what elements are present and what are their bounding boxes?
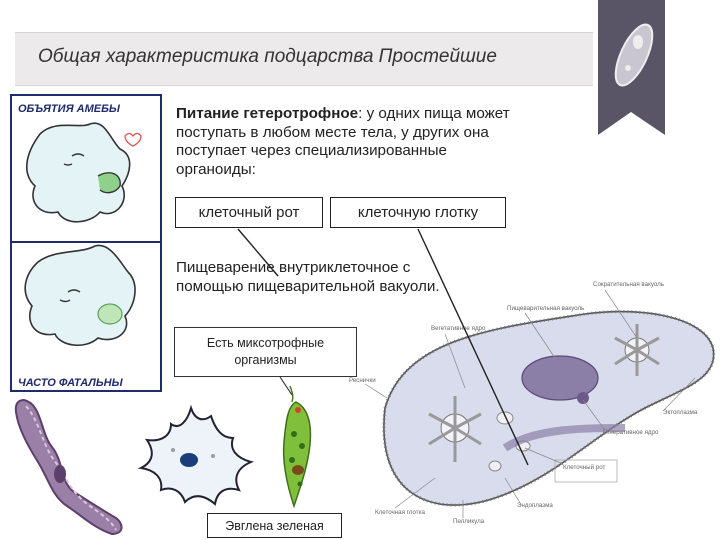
- label-endoplasm: Эндоплазма: [517, 502, 553, 509]
- digestion-description: Пищеварение внутриклеточное с помощью пи…: [176, 259, 440, 295]
- amoeba-image: [137, 404, 254, 506]
- label-cell-mouth: Клеточный рот: [563, 464, 606, 471]
- nutrition-description: Питание гетеротрофное: у одних пища може…: [176, 105, 526, 179]
- label-pellicle: Пелликула: [453, 518, 485, 525]
- title-bar: [15, 32, 593, 86]
- label-digestive-vacuole: Пищеварительная вакуоль: [507, 305, 584, 312]
- amoeba-cartoon-panel: ОБЪЯТИЯ АМЕБЫ ЧАСТО ФАТАЛЬНЫ: [10, 94, 162, 392]
- amoeba-caption-top: ОБЪЯТИЯ АМЕБЫ: [18, 103, 121, 115]
- label-cell-gullet: Клеточная глотка: [375, 509, 425, 516]
- ribbon-paramecium-icon: [614, 23, 654, 87]
- mixotroph-box: Есть миксотрофные организмы: [174, 327, 357, 377]
- amoeba-caption-bottom: ЧАСТО ФАТАЛЬНЫ: [18, 377, 124, 389]
- label-generative-nucleus: Генеративное ядро: [603, 429, 659, 436]
- label-ectoplasm: Эктоплазма: [663, 409, 698, 416]
- label-vegetative-nucleus: Вегетативное ядро: [431, 325, 486, 332]
- paramecium-diagram: Сократительная вакуоль Пищеварительная в…: [349, 281, 716, 525]
- euglena-image: [282, 385, 312, 509]
- contractile-vacuole-front: [614, 324, 660, 376]
- cell-mouth-box: клеточный рот: [175, 197, 323, 228]
- nutrition-bold: Питание гетеротрофное: [176, 105, 359, 122]
- ribbon-decoration: [598, 0, 665, 135]
- label-contractile-vacuole: Сократительная вакуоль: [593, 281, 664, 288]
- trypanosoma-image: [14, 398, 123, 536]
- label-cilia: Реснички: [349, 377, 376, 384]
- euglena-label-box: Эвглена зеленая: [207, 513, 342, 538]
- cell-throat-box: клеточную глотку: [330, 197, 506, 228]
- nutrition-rest: : у одних пища может поступать в любом м…: [176, 105, 510, 178]
- slide-title: Общая характеристика подцарства Простейш…: [38, 46, 497, 67]
